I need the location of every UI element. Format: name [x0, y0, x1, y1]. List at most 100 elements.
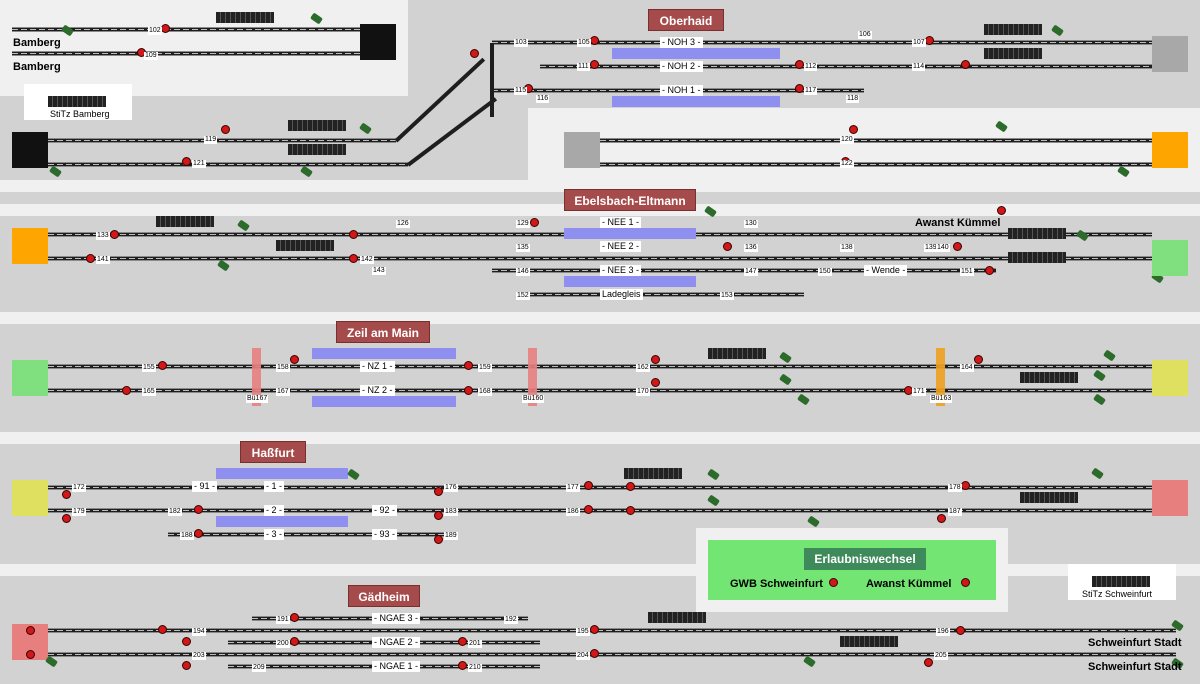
signal-icon[interactable]	[194, 529, 203, 538]
exit-oberhaid-east[interactable]	[1152, 36, 1188, 72]
signal-icon[interactable]	[626, 482, 635, 491]
signal-icon[interactable]	[349, 254, 358, 263]
switch-icon[interactable]	[778, 373, 793, 386]
exit-ebelsbach-west[interactable]	[12, 228, 48, 264]
switch-icon[interactable]	[216, 259, 231, 272]
exit-oberhaid-lower-west[interactable]	[564, 132, 600, 168]
signal-icon[interactable]	[434, 535, 443, 544]
signal-icon[interactable]	[221, 125, 230, 134]
signal-icon[interactable]	[937, 514, 946, 523]
signal-icon[interactable]	[961, 578, 970, 587]
signal-icon[interactable]	[584, 481, 593, 490]
signal-icon[interactable]	[849, 125, 858, 134]
signal-icon[interactable]	[584, 505, 593, 514]
signal-icon[interactable]	[464, 386, 473, 395]
station-title-hassfurt[interactable]: Haßfurt	[240, 441, 306, 463]
switch-icon[interactable]	[1050, 24, 1065, 37]
switch-icon[interactable]	[299, 165, 314, 178]
signal-icon[interactable]	[458, 661, 467, 670]
exit-hassfurt-west[interactable]	[12, 480, 48, 516]
signal-icon[interactable]	[86, 254, 95, 263]
signal-icon[interactable]	[626, 506, 635, 515]
station-title-zeil[interactable]: Zeil am Main	[336, 321, 430, 343]
signal-icon[interactable]	[290, 355, 299, 364]
signal-icon[interactable]	[795, 60, 804, 69]
signal-icon[interactable]	[158, 625, 167, 634]
signal-number: 120	[840, 136, 854, 144]
signal-icon[interactable]	[651, 355, 660, 364]
signal-icon[interactable]	[182, 637, 191, 646]
exit-ebelsbach-east[interactable]	[1152, 240, 1188, 276]
station-title-gaedheim[interactable]: Gädheim	[348, 585, 420, 607]
signal-icon[interactable]	[829, 578, 838, 587]
signal-icon[interactable]	[194, 505, 203, 514]
switch-icon[interactable]	[1090, 467, 1105, 480]
block-indicator-icon	[984, 24, 1042, 35]
switch-icon[interactable]	[358, 122, 373, 135]
signal-icon[interactable]	[997, 206, 1006, 215]
signal-icon[interactable]	[464, 361, 473, 370]
signal-icon[interactable]	[590, 60, 599, 69]
exit-hassfurt-east[interactable]	[1152, 480, 1188, 516]
switch-icon[interactable]	[706, 494, 721, 507]
signal-icon[interactable]	[961, 60, 970, 69]
track-label-noh1: - NOH 1 -	[660, 85, 703, 96]
exit-oberhaid-lower-east[interactable]	[1152, 132, 1188, 168]
exit-zeil-east[interactable]	[1152, 360, 1188, 396]
switch-icon[interactable]	[1092, 369, 1107, 382]
signal-icon[interactable]	[974, 355, 983, 364]
signal-icon[interactable]	[62, 514, 71, 523]
switch-icon[interactable]	[1092, 393, 1107, 406]
switch-icon[interactable]	[706, 468, 721, 481]
signal-icon[interactable]	[590, 625, 599, 634]
exit-bamberg-lower[interactable]	[12, 132, 48, 168]
crossing-zone-bue163[interactable]	[936, 348, 945, 406]
switch-icon[interactable]	[806, 515, 821, 528]
signal-icon[interactable]	[458, 637, 467, 646]
platform	[612, 48, 780, 59]
crossing-zone-bue167[interactable]	[252, 348, 261, 406]
signal-icon[interactable]	[470, 49, 479, 58]
signal-icon[interactable]	[985, 266, 994, 275]
signal-icon[interactable]	[26, 650, 35, 659]
signal-icon[interactable]	[924, 658, 933, 667]
signal-icon[interactable]	[290, 637, 299, 646]
signal-icon[interactable]	[651, 378, 660, 387]
switch-icon[interactable]	[48, 165, 63, 178]
exit-bamberg-top[interactable]	[360, 24, 396, 60]
signal-icon[interactable]	[956, 626, 965, 635]
station-title-oberhaid[interactable]: Oberhaid	[648, 9, 724, 31]
switch-icon[interactable]	[44, 655, 59, 668]
switch-icon[interactable]	[778, 351, 793, 364]
signal-icon[interactable]	[182, 157, 191, 166]
signal-icon[interactable]	[925, 36, 934, 45]
signal-icon[interactable]	[953, 242, 962, 251]
signal-icon[interactable]	[158, 361, 167, 370]
switch-icon[interactable]	[346, 468, 361, 481]
signal-icon[interactable]	[26, 626, 35, 635]
crossing-zone-bue160[interactable]	[528, 348, 537, 406]
signal-icon[interactable]	[530, 218, 539, 227]
signal-icon[interactable]	[290, 613, 299, 622]
signal-icon[interactable]	[110, 230, 119, 239]
signal-icon[interactable]	[723, 242, 732, 251]
signal-icon[interactable]	[122, 386, 131, 395]
station-title-ebelsbach[interactable]: Ebelsbach-Eltmann	[564, 189, 696, 211]
exit-zeil-west[interactable]	[12, 360, 48, 396]
signal-icon[interactable]	[434, 487, 443, 496]
signal-icon[interactable]	[434, 511, 443, 520]
signal-icon[interactable]	[161, 24, 170, 33]
signal-icon[interactable]	[349, 230, 358, 239]
signal-icon[interactable]	[182, 661, 191, 670]
signal-icon[interactable]	[795, 84, 804, 93]
signal-icon[interactable]	[62, 490, 71, 499]
signal-icon[interactable]	[590, 649, 599, 658]
switch-icon[interactable]	[796, 393, 811, 406]
signal-number: 152	[516, 292, 530, 300]
switch-icon[interactable]	[236, 219, 251, 232]
signal-icon[interactable]	[590, 36, 599, 45]
switch-icon[interactable]	[802, 655, 817, 668]
signal-icon[interactable]	[961, 481, 970, 490]
switch-icon[interactable]	[1102, 349, 1117, 362]
signal-number: 210	[468, 664, 482, 672]
